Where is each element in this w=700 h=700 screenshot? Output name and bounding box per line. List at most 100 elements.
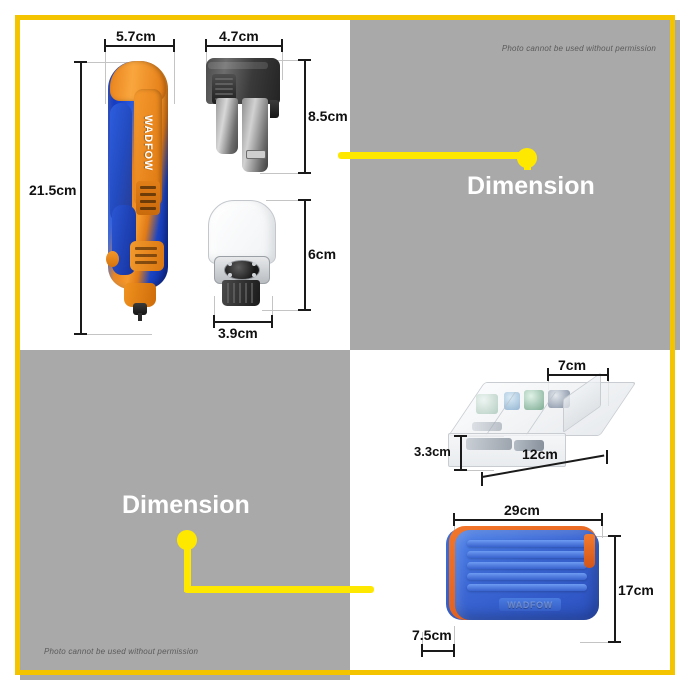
dim-cap <box>74 333 87 335</box>
ext-line <box>422 632 423 650</box>
dim-line-case-height <box>614 536 616 642</box>
case-rib <box>467 562 587 569</box>
ext-line <box>588 536 614 537</box>
dim-cap <box>608 641 621 643</box>
box-accessory <box>504 392 520 410</box>
shield-dome <box>208 200 276 264</box>
dim-cap <box>213 315 215 328</box>
dim-cap <box>281 39 283 52</box>
case-front-shell: WADFOW <box>455 530 599 620</box>
dim-cap <box>298 59 311 61</box>
dim-line-box-depth <box>548 374 608 376</box>
panel-top-right: Photo cannot be used without permission <box>350 20 680 350</box>
ext-line <box>454 516 455 538</box>
box-accessory <box>476 394 498 414</box>
dim-line-tool-height <box>80 62 82 334</box>
dim-cap <box>601 513 603 526</box>
box-accessory <box>466 438 512 450</box>
dim-cap <box>454 435 467 437</box>
battery-tab <box>270 100 279 118</box>
tool-switch-block <box>130 241 164 271</box>
ext-line <box>80 334 152 335</box>
dim-label-box-height: 3.3cm <box>414 444 451 459</box>
product-battery-pack <box>200 58 286 180</box>
dim-cap <box>104 39 106 52</box>
ext-line <box>80 62 132 63</box>
callout-dot-top <box>517 148 537 168</box>
tool-brand-text: WADFOW <box>142 114 154 172</box>
product-carry-case: WADFOW <box>446 522 606 628</box>
watermark-text: Photo cannot be used without permission <box>44 647 199 656</box>
callout-connector-vertical-bottom <box>184 540 191 592</box>
dim-cap <box>173 39 175 52</box>
tool-vent-slots <box>136 181 160 215</box>
dim-line-box-height <box>460 436 462 470</box>
dim-cap <box>481 472 483 486</box>
tool-grip-upper <box>110 103 132 223</box>
callout-connector-horizontal-bottom <box>184 586 374 593</box>
dim-label-tool-height: 21.5cm <box>29 182 77 198</box>
dim-label-case-width: 29cm <box>504 502 540 518</box>
dim-cap <box>608 535 621 537</box>
watermark-text: Photo cannot be used without permission <box>501 44 656 53</box>
shield-screw-hole <box>228 262 232 266</box>
dim-cap <box>453 644 455 657</box>
dim-cap <box>453 513 455 526</box>
callout-dot-bottom <box>177 530 197 550</box>
ext-line <box>454 626 455 650</box>
dim-cap <box>298 172 311 174</box>
ext-line <box>105 42 106 104</box>
tool-bit <box>138 313 142 321</box>
dim-label-box-width: 12cm <box>522 446 558 462</box>
ext-line <box>282 42 283 80</box>
dim-cap <box>298 309 311 311</box>
tool-chuck <box>133 303 147 315</box>
panel-top-left: WADFOW <box>20 20 350 350</box>
dim-label-case-depth: 7.5cm <box>412 627 452 643</box>
dim-cap <box>205 39 207 52</box>
callout-label-bottom-left: Dimension <box>122 491 250 519</box>
box-accessory <box>514 440 544 451</box>
dim-line-battery-width <box>206 45 282 47</box>
dim-cap <box>547 368 549 381</box>
ext-line <box>262 310 304 311</box>
dim-line-battery-height <box>304 60 306 173</box>
dim-line-tool-width <box>105 45 174 47</box>
panel-bottom-right: 7cm 3.3cm 12cm WADFOW <box>350 350 680 680</box>
case-rib <box>467 551 587 558</box>
shield-screw-hole <box>252 273 256 277</box>
dim-label-shield-height: 6cm <box>308 246 337 262</box>
dim-label-shield-width: 3.9cm <box>218 325 258 341</box>
shield-hub <box>224 260 260 280</box>
product-shield-guard <box>200 200 286 318</box>
dim-label-tool-width: 5.7cm <box>116 28 156 44</box>
ext-line <box>460 470 494 471</box>
dim-line-shield-height <box>304 200 306 310</box>
dim-cap <box>298 199 311 201</box>
dim-label-battery-width: 4.7cm <box>219 28 259 44</box>
ext-line <box>602 516 603 538</box>
case-zipper-pull <box>584 534 595 568</box>
shield-collet <box>222 280 260 306</box>
shield-screw-hole <box>252 262 256 266</box>
ext-line <box>214 296 215 326</box>
ext-line <box>580 642 614 643</box>
box-accessory <box>524 390 544 410</box>
product-rotary-tool: WADFOW <box>96 55 182 321</box>
ext-line <box>174 42 175 104</box>
case-embossed-logo: WADFOW <box>499 598 561 611</box>
shield-screw-hole <box>228 273 232 277</box>
dim-cap <box>74 61 87 63</box>
battery-cell-right <box>242 98 268 172</box>
dim-cap <box>421 644 423 657</box>
case-rib <box>467 573 587 580</box>
callout-connector-horizontal-top <box>338 152 534 159</box>
dim-label-box-depth: 7cm <box>558 357 587 373</box>
box-accessory <box>472 422 502 431</box>
dim-line-case-width <box>454 519 602 521</box>
callout-label-top-right: Dimension <box>467 172 595 200</box>
panel-bottom-left: Photo cannot be used without permission <box>20 350 350 680</box>
tool-side-button <box>106 251 119 267</box>
ext-line <box>272 296 273 326</box>
